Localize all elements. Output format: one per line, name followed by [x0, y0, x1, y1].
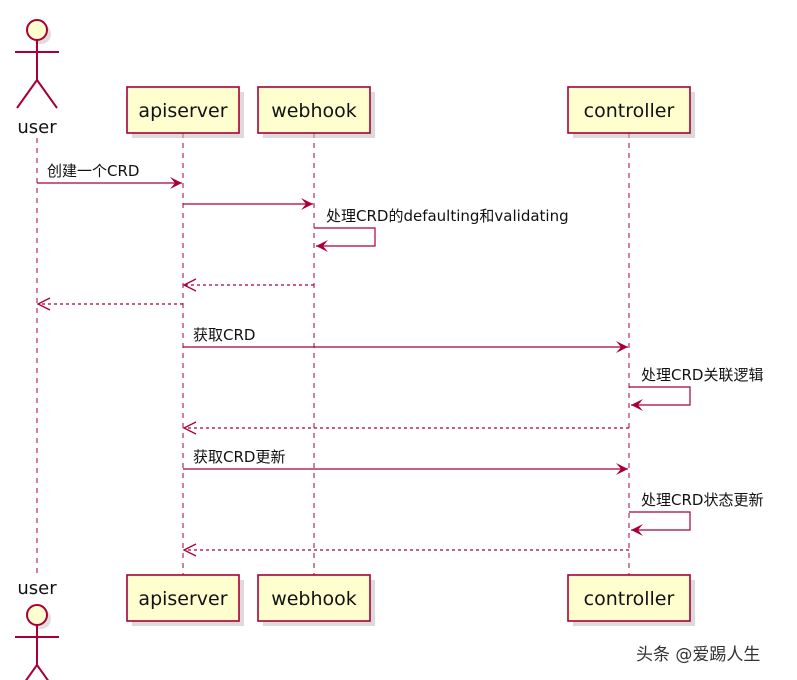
- message-7: 处理CRD关联逻辑: [629, 366, 763, 411]
- message-5: [36, 297, 183, 311]
- participant-label: apiserver: [138, 100, 227, 122]
- message-arrowhead: [616, 463, 628, 475]
- message-arrowhead: [301, 198, 313, 210]
- message-2: [183, 198, 313, 210]
- message-arrowhead: [182, 278, 197, 292]
- actor-head: [26, 19, 48, 41]
- participant-label: webhook: [271, 100, 357, 122]
- actor-user-bottom: user: [15, 578, 59, 680]
- participant-box: [257, 86, 371, 134]
- message-arrowhead: [182, 421, 197, 435]
- participant-label: webhook: [271, 588, 357, 610]
- participants: user user apiserver apiserver webhook webhook…: [15, 19, 695, 680]
- message-9: 获取CRD更新: [183, 448, 628, 475]
- participant-label: controller: [584, 100, 675, 122]
- message-3: 处理CRD的defaulting和validating: [314, 207, 569, 252]
- message-1: 创建一个CRD: [37, 162, 182, 189]
- message-arrowhead: [316, 240, 328, 252]
- message-10: 处理CRD状态更新: [629, 491, 763, 536]
- actor-label: user: [17, 578, 57, 599]
- message-11: [182, 543, 629, 557]
- message-line: [629, 386, 691, 406]
- participant-webhook-bottom: webhook: [257, 574, 375, 626]
- participant-box: [257, 574, 371, 622]
- participant-box: [567, 86, 691, 134]
- message-label: 处理CRD的defaulting和validating: [326, 207, 569, 225]
- actor-label: user: [17, 117, 57, 138]
- participant-box: [567, 574, 691, 622]
- participant-controller-top: controller: [567, 86, 695, 138]
- message-arrowhead: [631, 399, 643, 411]
- message-label: 获取CRD: [193, 326, 255, 344]
- message-8: [182, 421, 629, 435]
- message-arrowhead: [170, 177, 182, 189]
- message-6: 获取CRD: [183, 326, 628, 353]
- message-line: [314, 227, 376, 247]
- actor-head: [26, 604, 48, 626]
- participant-controller-bottom: controller: [567, 574, 695, 626]
- message-label: 处理CRD状态更新: [641, 491, 763, 509]
- participant-label: controller: [584, 588, 675, 610]
- participant-box: [126, 574, 240, 622]
- lifelines: [36, 133, 630, 578]
- message-arrowhead: [182, 543, 197, 557]
- actor-body: [15, 625, 59, 680]
- watermark: 头条 @爱踢人生: [636, 645, 761, 665]
- participant-apiserver-top: apiserver: [126, 86, 244, 138]
- message-arrowhead: [631, 524, 643, 536]
- messages: 创建一个CRD 处理CRD的defaulting和validating 获取CRD 处…: [36, 162, 763, 557]
- participant-apiserver-bottom: apiserver: [126, 574, 244, 626]
- participant-label: apiserver: [138, 588, 227, 610]
- message-line: [629, 511, 691, 531]
- message-4: [182, 278, 314, 292]
- message-label: 处理CRD关联逻辑: [641, 366, 763, 384]
- actor-user-top: user: [15, 19, 59, 138]
- participant-box: [126, 86, 240, 134]
- message-arrowhead: [36, 297, 51, 311]
- participant-webhook-top: webhook: [257, 86, 375, 138]
- actor-body: [15, 40, 59, 109]
- message-arrowhead: [616, 341, 628, 353]
- message-label: 创建一个CRD: [47, 162, 139, 180]
- message-label: 获取CRD更新: [193, 448, 285, 466]
